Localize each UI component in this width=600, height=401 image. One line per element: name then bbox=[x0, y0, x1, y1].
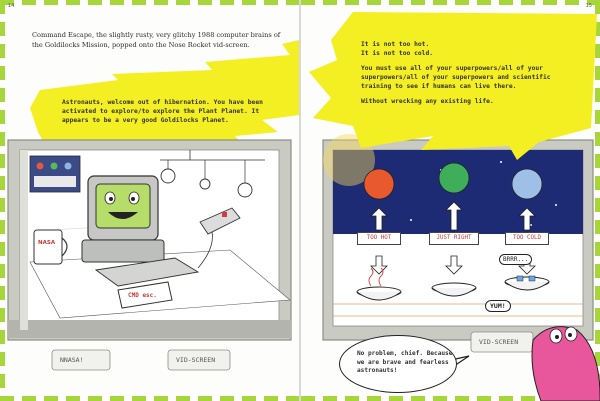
plaque-right-label: VID-SCREEN bbox=[479, 338, 519, 346]
top-border bbox=[301, 0, 600, 5]
yum-bubble: YUM! bbox=[485, 300, 511, 312]
narration-text: Command Escape, the slightly rusty, very… bbox=[32, 31, 281, 49]
speech-line-2: You must use all of your superpowers/all… bbox=[361, 65, 551, 90]
book-gutter bbox=[299, 0, 301, 401]
right-page: 15 bbox=[301, 0, 600, 401]
speech-line-1: It is not too hot. It is not too cold. bbox=[361, 41, 434, 57]
vid-screen-illustration bbox=[7, 139, 292, 371]
reply-speech-text: No problem, chief. Because we are brave … bbox=[357, 350, 453, 374]
plaque-right-label: VID-SCREEN bbox=[176, 356, 216, 364]
bottom-border bbox=[301, 396, 600, 401]
top-border bbox=[0, 0, 299, 5]
lightning-bolt-right bbox=[309, 12, 597, 160]
plaque-left-label: NNASA! bbox=[60, 356, 84, 364]
mug-label: NASA bbox=[38, 240, 56, 246]
page-number-right: 15 bbox=[585, 3, 592, 9]
shiver-bubble: BRRR... bbox=[499, 254, 533, 265]
left-page: 14 Command Escape, the slightly rusty, v… bbox=[0, 0, 299, 401]
sign-too-hot: TOO HOT bbox=[357, 232, 401, 245]
nameplate-label: CMD esc. bbox=[128, 292, 157, 299]
reply-speech-bubble bbox=[339, 335, 457, 393]
speech-line-3: Without wrecking any existing life. bbox=[361, 98, 494, 105]
right-border bbox=[595, 0, 600, 401]
page-number-left: 14 bbox=[8, 3, 15, 9]
left-border bbox=[0, 0, 5, 401]
speech-text-right: It is not too hot. It is not too cold. Y… bbox=[361, 40, 576, 112]
sign-too-cold: TOO COLD bbox=[505, 232, 549, 245]
speech-text-left: Astronauts, welcome out of hibernation. … bbox=[62, 99, 263, 124]
bottom-border bbox=[0, 396, 299, 401]
sign-just-right: JUST RIGHT bbox=[429, 232, 479, 245]
